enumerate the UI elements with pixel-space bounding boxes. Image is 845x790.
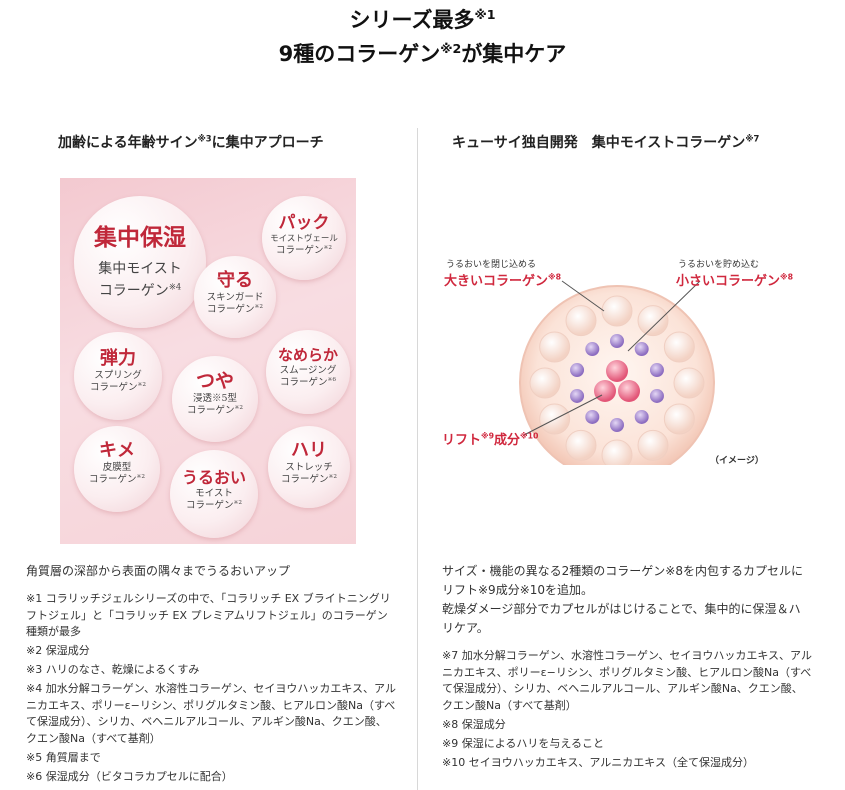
- bubble-gloss: つや 浸透※5型 コラーゲン※2: [172, 356, 258, 442]
- large-collagen-ring: [529, 295, 705, 471]
- footnote: ※10 セイヨウハッカエキス、アルニカエキス（全て保湿成分）: [442, 755, 754, 769]
- left-heading: 加齢による年齢サイン※3に集中アプローチ: [58, 133, 324, 151]
- small-collagen-dot: [610, 418, 624, 432]
- footnote: ※8 保湿成分: [442, 717, 506, 731]
- large-collagen-bead: [565, 429, 597, 461]
- large-collagen-label: 大きいコラーゲン※8: [444, 272, 562, 289]
- footnote: ※2 保湿成分: [26, 644, 90, 657]
- right-lead: 乾燥ダメージ部分でカプセルがはじけることで、集中的に保湿＆ハリケア。: [442, 602, 801, 635]
- footnote: ※1 コラリッチジェルシリーズの中で、「コラリッチ EX ブライトニングリフトジ…: [26, 592, 391, 638]
- large-collagen-bead: [529, 367, 561, 399]
- small-collagen-dot: [634, 409, 649, 424]
- column-divider: [417, 128, 418, 790]
- footnote: ※7 加水分解コラーゲン、水溶性コラーゲン、セイヨウハッカエキス、アルニカエキス…: [442, 649, 812, 712]
- bubble-texture: キメ 皮膜型 コラーゲン※2: [74, 426, 160, 512]
- right-heading: キューサイ独自開発 集中モイストコラーゲン※7: [452, 133, 760, 151]
- right-lead: サイズ・機能の異なる2種類のコラーゲン※8を内包するカプセルにリフト※9成分※1…: [442, 564, 803, 597]
- large-collagen-bead: [637, 429, 669, 461]
- small-collagen-caption: うるおいを貯め込む: [678, 260, 760, 270]
- small-collagen-ring: [570, 334, 664, 432]
- bubble-concentrated-moisture: 集中保湿 集中モイスト コラーゲン※4: [74, 196, 206, 328]
- left-text-block: 角質層の深部から表面の隅々までうるおいアップ ※1 コラリッチジェルシリーズの中…: [26, 562, 396, 788]
- image-note: （イメージ）: [710, 456, 764, 466]
- large-collagen-bead: [601, 439, 633, 471]
- footnote: ※6 保湿成分（ビタコラカプセルに配合）: [26, 769, 233, 783]
- bubble-pack: パック モイストヴェール コラーゲン※2: [262, 196, 346, 280]
- capsule-illustration: [519, 280, 715, 481]
- lift-ingredient-dot: [618, 380, 640, 402]
- lift-label: リフト※9成分※10: [442, 431, 539, 448]
- bubble-smooth: なめらか スムージング コラーゲン※6: [266, 330, 350, 414]
- small-collagen-label: 小さいコラーゲン※8: [676, 272, 794, 289]
- bubble-firmness: ハリ ストレッチ コラーゲン※2: [268, 426, 350, 508]
- lift-ingredient-dot: [594, 380, 616, 402]
- large-collagen-bead: [601, 295, 633, 327]
- small-collagen-dot: [610, 334, 624, 348]
- large-collagen-bead: [673, 367, 705, 399]
- small-collagen-dot: [585, 409, 600, 424]
- large-collagen-caption: うるおいを閉じ込める: [446, 260, 537, 270]
- small-collagen-dot: [570, 388, 585, 403]
- right-text-block: サイズ・機能の異なる2種類のコラーゲン※8を内包するカプセルにリフト※9成分※1…: [442, 562, 812, 774]
- capsule-diagram: うるおいを閉じ込める 大きいコラーゲン※8 うるおいを貯め込む 小さいコラーゲン…: [442, 255, 793, 481]
- small-collagen-dot: [570, 363, 585, 378]
- small-collagen-dot: [585, 342, 600, 357]
- footnote: ※4 加水分解コラーゲン、水溶性コラーゲン、セイヨウハッカエキス、アルニカエキス…: [26, 682, 396, 745]
- large-collagen-bead: [637, 305, 669, 337]
- footnote: ※5 角質層まで: [26, 750, 101, 764]
- small-collagen-dot: [634, 342, 649, 357]
- footnote: ※9 保湿によるハリを与えること: [442, 736, 605, 750]
- large-collagen-bead: [565, 305, 597, 337]
- main-title-line2: 9種のコラーゲン※2が集中ケア: [278, 41, 567, 66]
- bubble-moisture: うるおい モイスト コラーゲン※2: [170, 450, 258, 538]
- small-collagen-dot: [649, 388, 664, 403]
- bubble-protect: 守る スキンガード コラーゲン※2: [194, 256, 276, 338]
- main-title-line1: シリーズ最多※1: [349, 7, 496, 32]
- footnote: ※3 ハリのなさ、乾燥によるくすみ: [26, 663, 200, 676]
- small-collagen-dot: [649, 363, 664, 378]
- left-lead: 角質層の深部から表面の隅々までうるおいアップ: [26, 564, 291, 578]
- lift-ingredient-dot: [606, 360, 628, 382]
- collagen-bubbles-panel: 集中保湿 集中モイスト コラーゲン※4 パック モイストヴェール コラーゲン※2…: [60, 178, 356, 544]
- large-collagen-bead: [539, 331, 571, 363]
- large-collagen-bead: [663, 331, 695, 363]
- large-collagen-bead: [663, 403, 695, 435]
- bubble-elasticity: 弾力 スプリング コラーゲン※2: [74, 332, 162, 420]
